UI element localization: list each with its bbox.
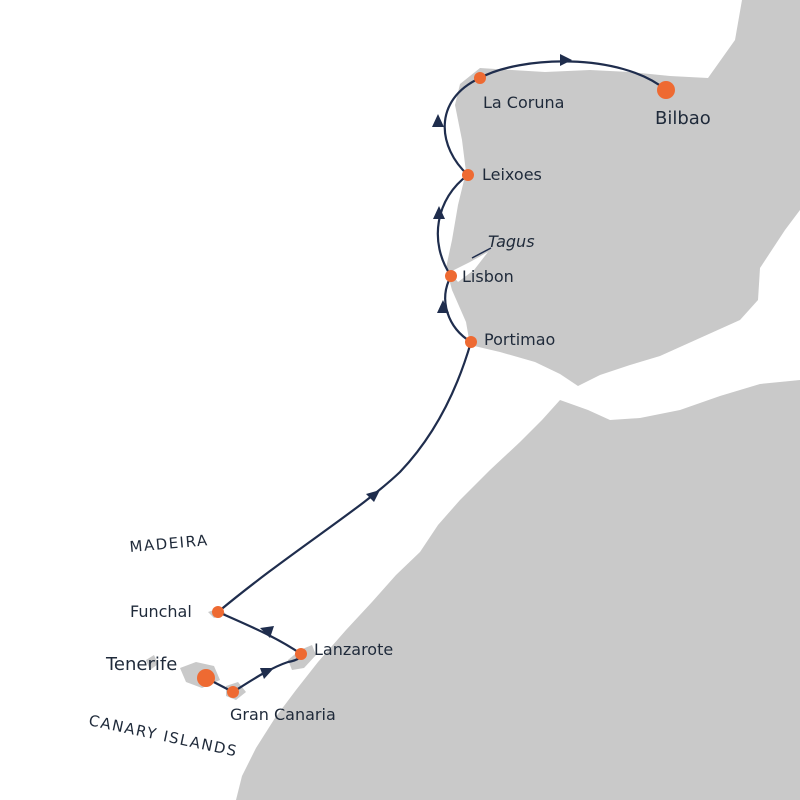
direction-arrow-icon xyxy=(366,490,380,502)
tagus-river xyxy=(471,247,492,259)
tagus-estuary xyxy=(450,252,488,282)
port-marker-tenerife xyxy=(197,669,215,687)
port-marker-la-coruna xyxy=(474,72,486,84)
port-label-gran-canaria: Gran Canaria xyxy=(230,705,336,724)
route-la-coruna-to-bilbao xyxy=(478,60,668,92)
port-marker-leixoes xyxy=(462,169,474,181)
direction-arrow-icon xyxy=(437,300,449,313)
port-label-leixoes: Leixoes xyxy=(482,165,542,184)
port-marker-funchal xyxy=(212,606,224,618)
port-label-lanzarote: Lanzarote xyxy=(314,640,393,659)
route-leixoes-to-la-coruna xyxy=(443,76,482,177)
direction-arrow-icon xyxy=(260,626,274,638)
port-marker-lanzarote xyxy=(295,648,307,660)
island-la-palma xyxy=(146,655,158,670)
port-label-lisbon: Lisbon xyxy=(462,267,514,286)
route-lanzarote-to-funchal xyxy=(216,610,303,656)
iberian-peninsula xyxy=(446,0,800,386)
port-markers xyxy=(197,72,675,698)
route-funchal-to-portimao xyxy=(216,340,473,614)
direction-arrow-icon xyxy=(260,668,274,679)
port-label-bilbao: Bilbao xyxy=(655,108,711,129)
direction-arrow-icon xyxy=(433,206,445,219)
route-direction-arrows xyxy=(260,54,572,679)
direction-arrow-icon xyxy=(432,114,444,127)
port-marker-portimao xyxy=(465,336,477,348)
north-africa xyxy=(236,380,800,800)
port-marker-gran-canaria xyxy=(227,686,239,698)
port-label-la-coruna: La Coruna xyxy=(483,93,564,112)
route-lisbon-to-leixoes xyxy=(436,173,470,278)
direction-arrow-icon xyxy=(560,54,572,66)
river-label-tagus: Tagus xyxy=(488,232,535,251)
port-marker-lisbon xyxy=(445,270,457,282)
port-label-portimao: Portimao xyxy=(484,330,555,349)
port-labels: Bilbao La Coruna Leixoes Lisbon Portimao… xyxy=(105,93,711,724)
port-label-tenerife: Tenerife xyxy=(105,654,177,675)
port-label-funchal: Funchal xyxy=(130,602,192,621)
port-marker-bilbao xyxy=(657,81,675,99)
